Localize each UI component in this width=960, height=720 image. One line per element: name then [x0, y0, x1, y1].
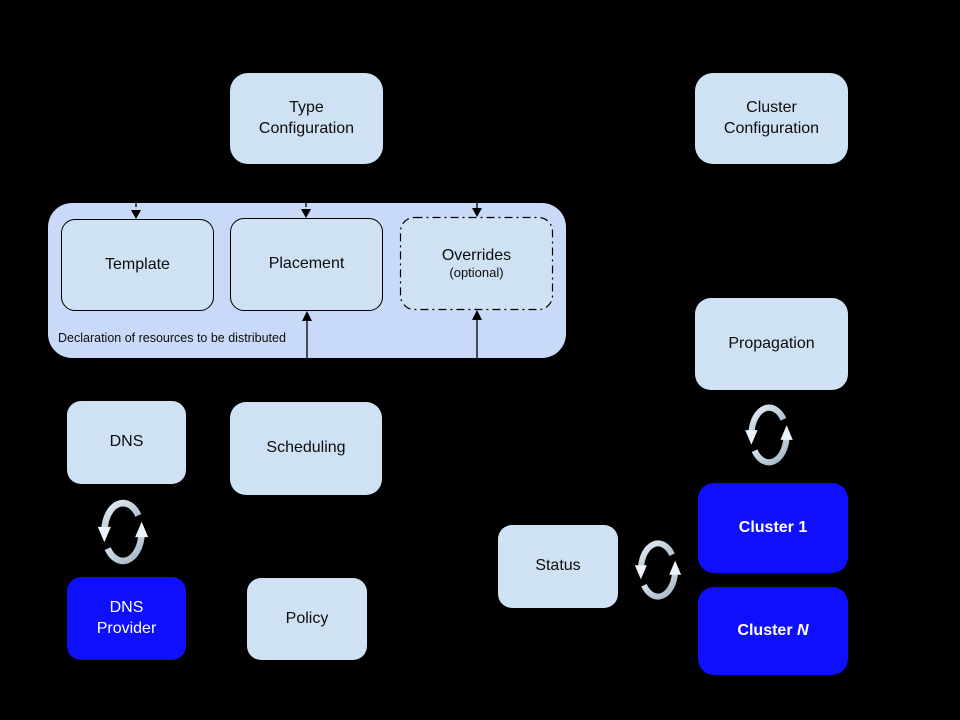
- sync-arrows-icon: [635, 543, 681, 596]
- node-dns: DNS: [67, 401, 186, 484]
- node-cluster-n: Cluster N: [698, 587, 848, 675]
- node-cluster-1: Cluster 1: [698, 483, 848, 573]
- group-caption: Declaration of resources to be distribut…: [58, 331, 286, 345]
- node-status: Status: [498, 525, 618, 608]
- node-overrides: Overrides (optional): [400, 217, 553, 310]
- sync-arrows-icon: [745, 408, 793, 463]
- node-scheduling: Scheduling: [230, 402, 382, 495]
- node-cluster-configuration: Cluster Configuration: [695, 73, 848, 164]
- node-placement: Placement: [230, 218, 383, 311]
- overrides-subtitle: (optional): [449, 265, 504, 281]
- node-policy: Policy: [247, 578, 367, 660]
- cluster-n-italic: N: [797, 621, 809, 639]
- node-type-configuration: Type Configuration: [230, 73, 383, 164]
- sync-arrows-icon: [98, 503, 148, 561]
- cluster-n-label: Cluster N: [737, 621, 809, 639]
- node-propagation: Propagation: [695, 298, 848, 390]
- overrides-title: Overrides: [441, 246, 512, 264]
- node-template: Template: [61, 219, 214, 311]
- node-dns-provider: DNS Provider: [67, 577, 186, 660]
